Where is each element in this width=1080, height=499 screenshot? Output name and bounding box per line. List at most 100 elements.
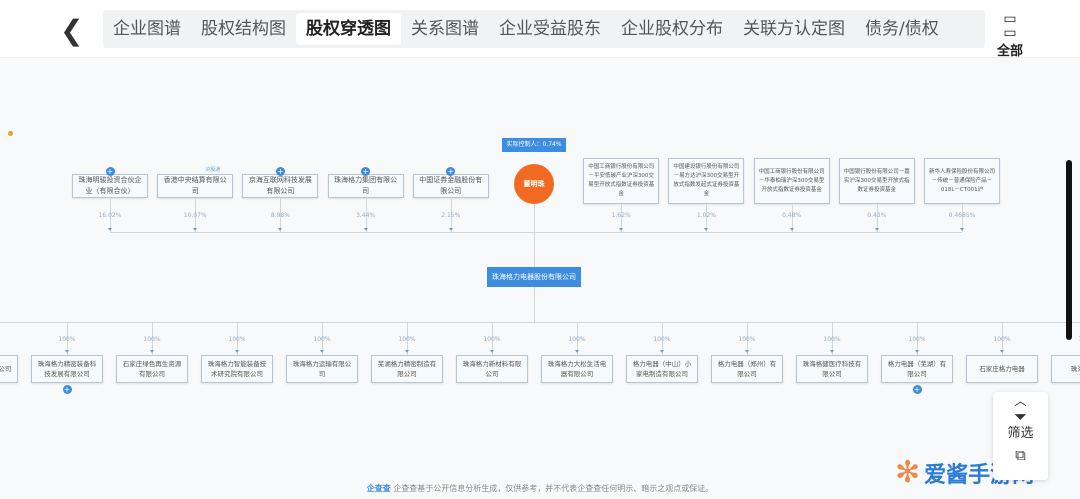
shareholding-percent: 3.44%	[356, 212, 376, 219]
filter-label[interactable]: 筛选	[1007, 426, 1034, 441]
shareholder-node[interactable]: 香港中央结算有限公司	[157, 174, 234, 198]
shareholder-node[interactable]: 京海互联网科技发展有限公司	[242, 174, 319, 198]
equity-chart-canvas[interactable]: 实际控制人：0.74% 董明珠 珠海格力电器股份有限公司 珠海明骏投资合伙企业（…	[0, 58, 1080, 499]
subsidiary-node[interactable]: 石家庄格力电器	[966, 355, 1038, 383]
layout-icon[interactable]: ⧉	[1015, 446, 1026, 464]
subsidiary-percent: 100%	[1067, 336, 1080, 343]
subsidiary-node[interactable]: 格力电器（芜湖）有限公司	[881, 355, 953, 383]
shareholder-tag: 沪股通	[205, 167, 221, 173]
scrollbar[interactable]	[1066, 160, 1072, 340]
subsidiary-node[interactable]: 芜湖格力精密制造有限公司	[371, 355, 443, 383]
back-chevron-left-icon[interactable]: ❮	[60, 14, 84, 47]
subsidiary-link	[577, 322, 578, 355]
subsidiary-node[interactable]: 珠海格力精密装备科技发展有限公司	[31, 355, 103, 383]
subsidiary-percent: 100%	[908, 336, 926, 343]
expand-plus-icon[interactable]: +	[62, 385, 72, 394]
subsidiary-link	[67, 322, 68, 355]
chevron-up-icon[interactable]: ︿	[1014, 394, 1027, 408]
disclaimer-text: 企查查基于公开信息分析生成，仅供参考，并不代表企查查任何明示、暗示之观点或保证。	[393, 484, 714, 493]
subsidiary-node[interactable]: 珠海格力…有限公司	[0, 355, 18, 383]
arrow-down-icon	[915, 350, 919, 353]
tab-4[interactable]: 企业受益股东	[499, 19, 601, 39]
shareholder-node[interactable]: 中国银行股份有限公司－嘉实沪深300交易型开放式指数证券投资基金	[838, 158, 915, 204]
shareholder-link	[791, 204, 793, 232]
subsidiary-node[interactable]: 珠海格力…	[1051, 355, 1080, 383]
subsidiary-node[interactable]: 格力电器（郑州）有限公司	[711, 355, 783, 383]
arrow-down-icon	[363, 228, 368, 231]
subsidiary-link	[322, 322, 323, 355]
tab-6[interactable]: 关联方认定图	[743, 19, 845, 39]
subsidiary-node[interactable]: 格力电器（中山）小家电制造有限公司	[626, 355, 698, 383]
subsidiary-percent: 100%	[313, 336, 331, 343]
shareholder-node[interactable]: 珠海明骏投资合伙企业（有限合伙）	[72, 174, 148, 198]
shareholding-percent: 10.07%	[183, 212, 207, 219]
shareholder-node[interactable]: 新华人寿保险股份有限公司－传统－普通保险产品－018L－CT001沪	[924, 158, 1000, 204]
grid-icon: ▭▭	[1003, 11, 1017, 41]
expand-plus-icon[interactable]: +	[912, 385, 922, 394]
shareholder-link	[365, 198, 367, 232]
all-menu-button[interactable]: ▭▭全部	[992, 12, 1028, 59]
subsidiary-node[interactable]: 珠海格力智能装备技术研究院有限公司	[201, 355, 273, 383]
arrow-down-icon	[660, 350, 664, 353]
shareholding-percent: 16.02%	[98, 212, 122, 219]
shareholder-link	[280, 198, 282, 232]
arrow-down-icon	[575, 350, 579, 353]
shareholder-link	[110, 198, 111, 232]
subsidiary-link	[152, 322, 153, 355]
shareholder-link	[962, 204, 963, 232]
arrow-down-icon	[235, 350, 239, 353]
arrow-down-icon	[745, 350, 749, 353]
tab-2[interactable]: 股权穿透图	[296, 13, 401, 45]
shareholder-link	[195, 198, 197, 232]
subsidiary-percent: 100%	[58, 336, 76, 343]
bottom-connector-line	[0, 322, 1080, 323]
shareholder-link	[706, 204, 708, 232]
subsidiary-link	[407, 322, 408, 355]
arrow-down-icon	[704, 228, 709, 231]
arrow-down-icon	[619, 228, 624, 231]
tab-bar: 企业图谱股权结构图股权穿透图关系图谱企业受益股东企业股权分布关联方认定图债务/债…	[103, 10, 985, 48]
shareholder-link	[876, 204, 878, 232]
expand-plus-icon[interactable]: +	[361, 167, 371, 176]
shareholder-node[interactable]: 中国证券金融股份有限公司	[412, 174, 489, 198]
subsidiary-percent: 100%	[398, 336, 416, 343]
arrow-down-icon	[830, 350, 834, 353]
expand-plus-icon[interactable]: +	[275, 167, 285, 176]
qcc-logo: 企查查	[366, 484, 391, 493]
center-company-node[interactable]: 珠海格力电器股份有限公司	[487, 267, 581, 287]
tab-5[interactable]: 企业股权分布	[621, 19, 723, 39]
arrow-down-icon	[960, 228, 964, 231]
header: ❮ 企业图谱股权结构图股权穿透图关系图谱企业受益股东企业股权分布关联方认定图债务…	[0, 0, 1080, 59]
tab-0[interactable]: 企业图谱	[113, 19, 181, 39]
expand-plus-icon[interactable]: +	[446, 167, 456, 176]
shareholder-node[interactable]: 中国建设银行股份有限公司－易方达沪深300交易型开放式指数发起式证券投资基金	[668, 158, 745, 204]
subsidiary-percent: 100%	[823, 336, 841, 343]
subsidiary-link	[832, 322, 833, 355]
shareholder-node[interactable]: 中国工商银行股份有限公司－平安低碳产业沪深300交易型开放式指数证券投资基金	[583, 158, 660, 204]
subsidiary-percent: 100%	[143, 336, 161, 343]
shareholding-percent: 2.15%	[441, 212, 461, 219]
filter-icon[interactable]: ⏷	[1014, 407, 1027, 426]
person-node[interactable]: 董明珠	[514, 164, 554, 204]
shareholder-node[interactable]: 中国工商银行股份有限公司－华泰柏瑞沪深300交易型开放式指数证券投资基金	[753, 158, 830, 204]
subsidiary-node[interactable]: 珠海格力运输有限公司	[286, 355, 358, 383]
subsidiary-node[interactable]: 珠海格力新材料有限公司	[456, 355, 528, 383]
tab-7[interactable]: 债务/债权	[865, 19, 939, 39]
arrow-down-icon	[193, 228, 198, 231]
subsidiary-node[interactable]: 石家庄绿色再生资源有限公司	[116, 355, 188, 383]
tab-3[interactable]: 关系图谱	[411, 19, 479, 39]
subsidiary-node[interactable]: 珠海格健医疗科技有限公司	[796, 355, 868, 383]
subsidiary-link	[1002, 322, 1003, 355]
subsidiary-node[interactable]: 珠海格力大松生活电器有限公司	[541, 355, 613, 383]
subsidiary-link	[747, 322, 748, 355]
subsidiary-percent: 100%	[738, 336, 756, 343]
shareholding-percent: 0.4685%	[948, 212, 976, 219]
arrow-down-icon	[490, 350, 494, 353]
subsidiary-link	[917, 322, 918, 355]
shareholding-percent: 8.98%	[270, 212, 290, 219]
tab-1[interactable]: 股权结构图	[201, 19, 286, 39]
side-panel: ︿ ⏷ 筛选 ⧉	[993, 392, 1048, 480]
shareholding-percent: 0.43%	[867, 212, 887, 219]
expand-plus-icon[interactable]: +	[105, 167, 115, 176]
shareholder-node[interactable]: 珠海格力集团有限公司	[327, 174, 404, 198]
